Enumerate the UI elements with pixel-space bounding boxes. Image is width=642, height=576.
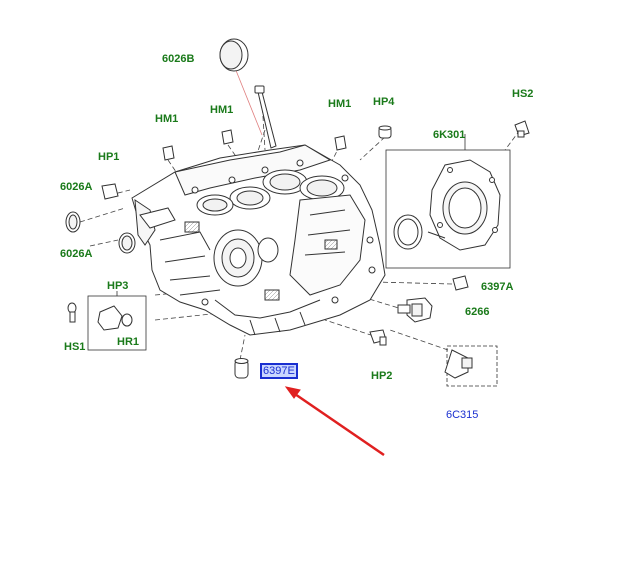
red-pointer-arrow xyxy=(284,386,385,457)
label-6026b[interactable]: 6026B xyxy=(162,53,195,65)
label-6c315[interactable]: 6C315 xyxy=(446,409,479,421)
label-6266[interactable]: 6266 xyxy=(465,306,490,318)
plug-hp1 xyxy=(101,183,119,200)
label-hs1[interactable]: HS1 xyxy=(64,341,86,353)
label-hm1-right[interactable]: HM1 xyxy=(328,98,352,110)
label-hp2[interactable]: HP2 xyxy=(371,370,393,382)
label-hp3[interactable]: HP3 xyxy=(107,280,129,292)
label-hp4[interactable]: HP4 xyxy=(373,96,395,108)
plug-6397e xyxy=(234,358,249,379)
cap-leader xyxy=(232,62,263,136)
rear-seal-housing xyxy=(393,159,501,251)
plugs-hm1 xyxy=(162,129,347,161)
label-6026a-top[interactable]: 6026A xyxy=(60,181,93,193)
box-hp3 xyxy=(87,291,147,351)
label-hp1[interactable]: HP1 xyxy=(98,151,120,163)
label-6026a-bottom[interactable]: 6026A xyxy=(60,248,93,260)
plug-hp4 xyxy=(378,125,392,139)
plugs-hp3 xyxy=(67,302,133,331)
box-6c315 xyxy=(444,345,498,387)
engine-block xyxy=(131,144,386,336)
pickup-6266 xyxy=(397,297,433,323)
label-6397e-highlighted[interactable]: 6397E xyxy=(260,363,298,379)
label-hm1-center[interactable]: HM1 xyxy=(210,104,234,116)
label-6397a[interactable]: 6397A xyxy=(481,281,514,293)
plug-6397a xyxy=(452,275,469,291)
label-hm1-left[interactable]: HM1 xyxy=(155,113,179,125)
bolt-hs2 xyxy=(514,120,530,138)
box-6k301 xyxy=(385,134,511,269)
label-hs2[interactable]: HS2 xyxy=(512,88,534,100)
cap-6026b xyxy=(219,38,249,72)
plug-hp2 xyxy=(369,329,387,346)
label-hr1[interactable]: HR1 xyxy=(117,336,140,348)
dipstick-tube xyxy=(254,85,277,149)
seals-6026a xyxy=(65,211,136,254)
label-6k301[interactable]: 6K301 xyxy=(433,129,466,141)
